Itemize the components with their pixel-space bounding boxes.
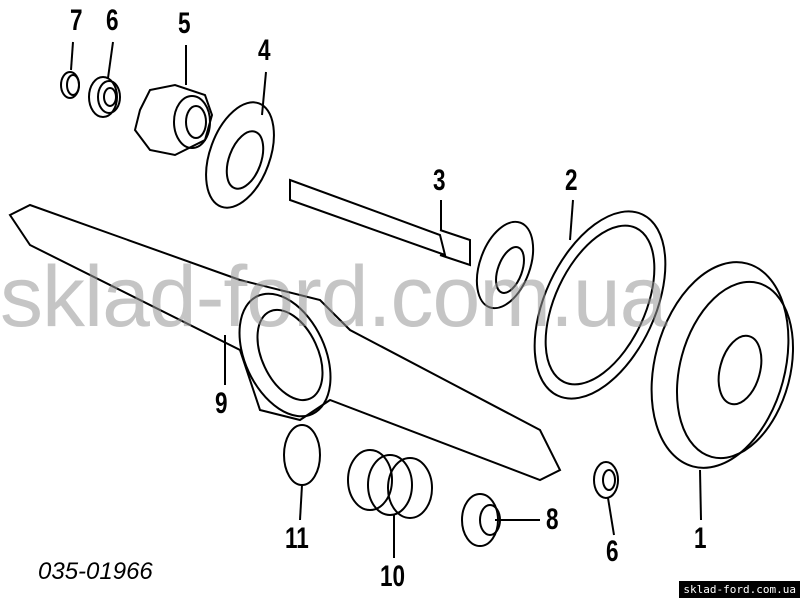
- leader-lines: [70, 41, 702, 558]
- part-6-bearing-upper: [88, 76, 121, 118]
- callout-6-lower: 6: [606, 535, 619, 568]
- callout-3: 3: [433, 164, 446, 197]
- callout-2: 2: [565, 164, 578, 197]
- part-6-seal-lower: [593, 461, 619, 499]
- part-8-bearing: [461, 493, 501, 547]
- callout-4: 4: [258, 34, 271, 67]
- site-label: sklad-ford.com.ua: [679, 581, 800, 598]
- callout-7: 7: [70, 4, 83, 37]
- part-number: 035-01966: [38, 558, 153, 585]
- part-11-gasket: [283, 424, 321, 486]
- callout-11: 11: [285, 522, 309, 555]
- callout-9: 9: [215, 387, 228, 420]
- callout-5: 5: [178, 7, 191, 40]
- callout-6-upper: 6: [106, 4, 119, 37]
- part-9-axle-housing: [8, 203, 562, 482]
- part-5-hub: [133, 83, 214, 157]
- part-4-backing-plate: [205, 101, 275, 209]
- callout-8: 8: [546, 503, 559, 536]
- part-2-brake-assembly: [533, 210, 667, 400]
- part-7-seal: [60, 71, 80, 99]
- part-3-axle-shaft: [289, 178, 535, 310]
- part-1-brake-drum: [650, 261, 795, 469]
- callout-1: 1: [694, 522, 707, 555]
- watermark: sklad-ford.com.ua: [0, 249, 668, 345]
- callout-10: 10: [380, 560, 406, 593]
- part-10-shims: [347, 449, 433, 519]
